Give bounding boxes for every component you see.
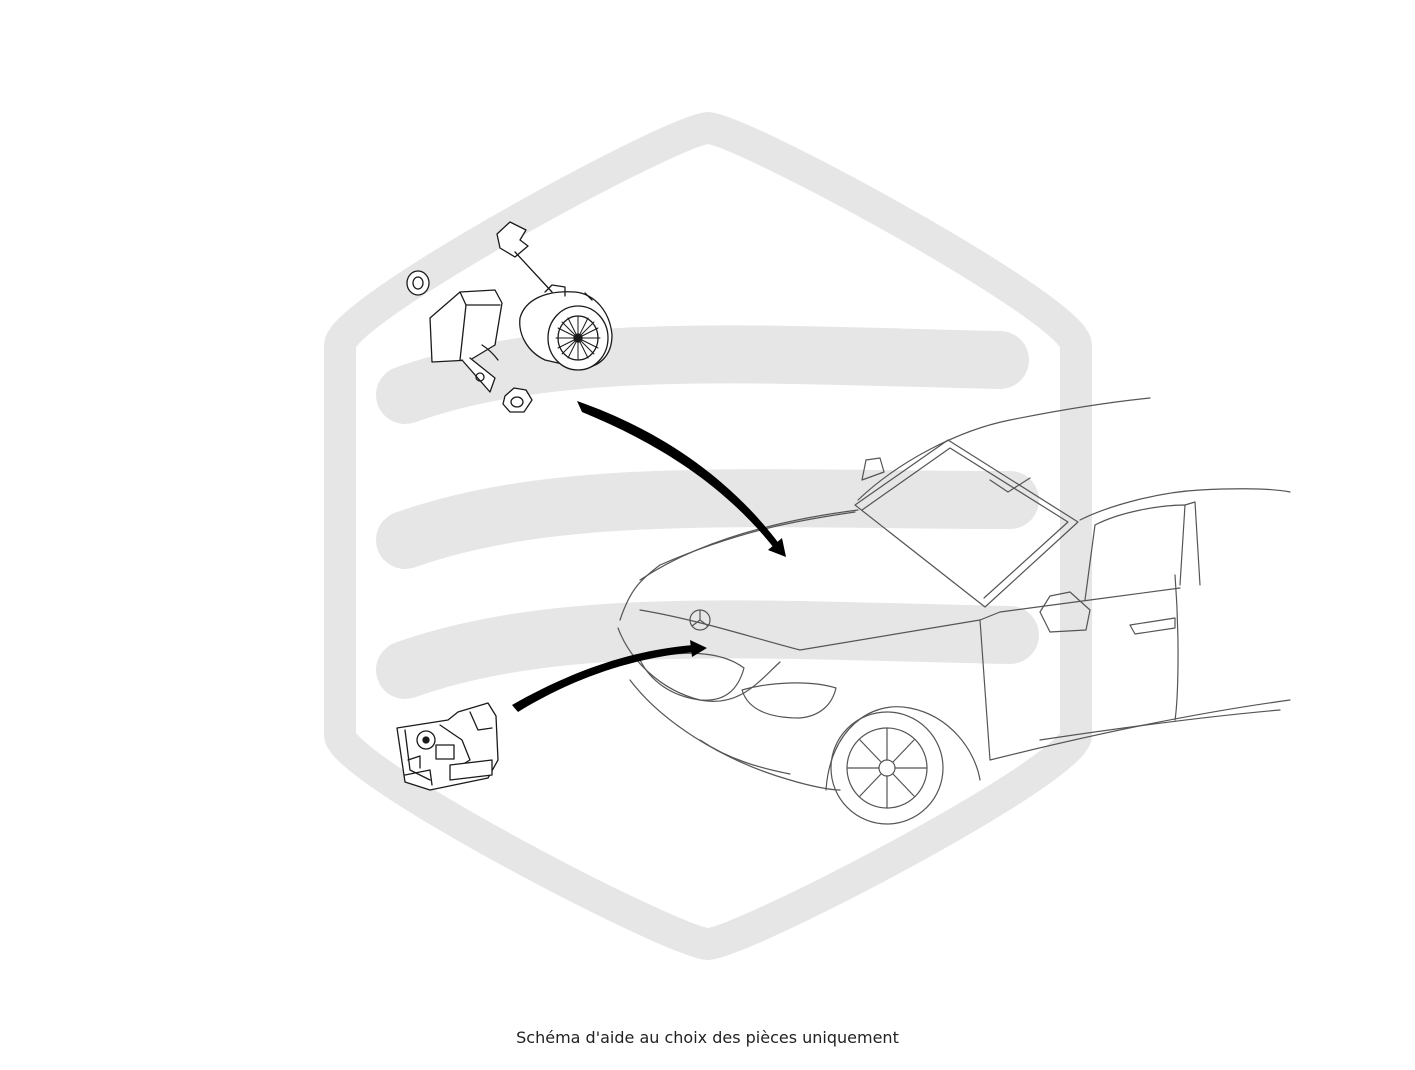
brand-logo-watermark <box>324 112 1092 960</box>
blower-motor-icon <box>406 221 613 413</box>
diagram-caption: Schéma d'aide au choix des pièces unique… <box>516 1028 899 1047</box>
arrow-latch-to-car <box>512 640 707 712</box>
hood-latch-icon <box>396 702 499 791</box>
arrow-blower-to-car <box>577 401 786 557</box>
car-front-three-quarter-icon <box>617 397 1291 825</box>
